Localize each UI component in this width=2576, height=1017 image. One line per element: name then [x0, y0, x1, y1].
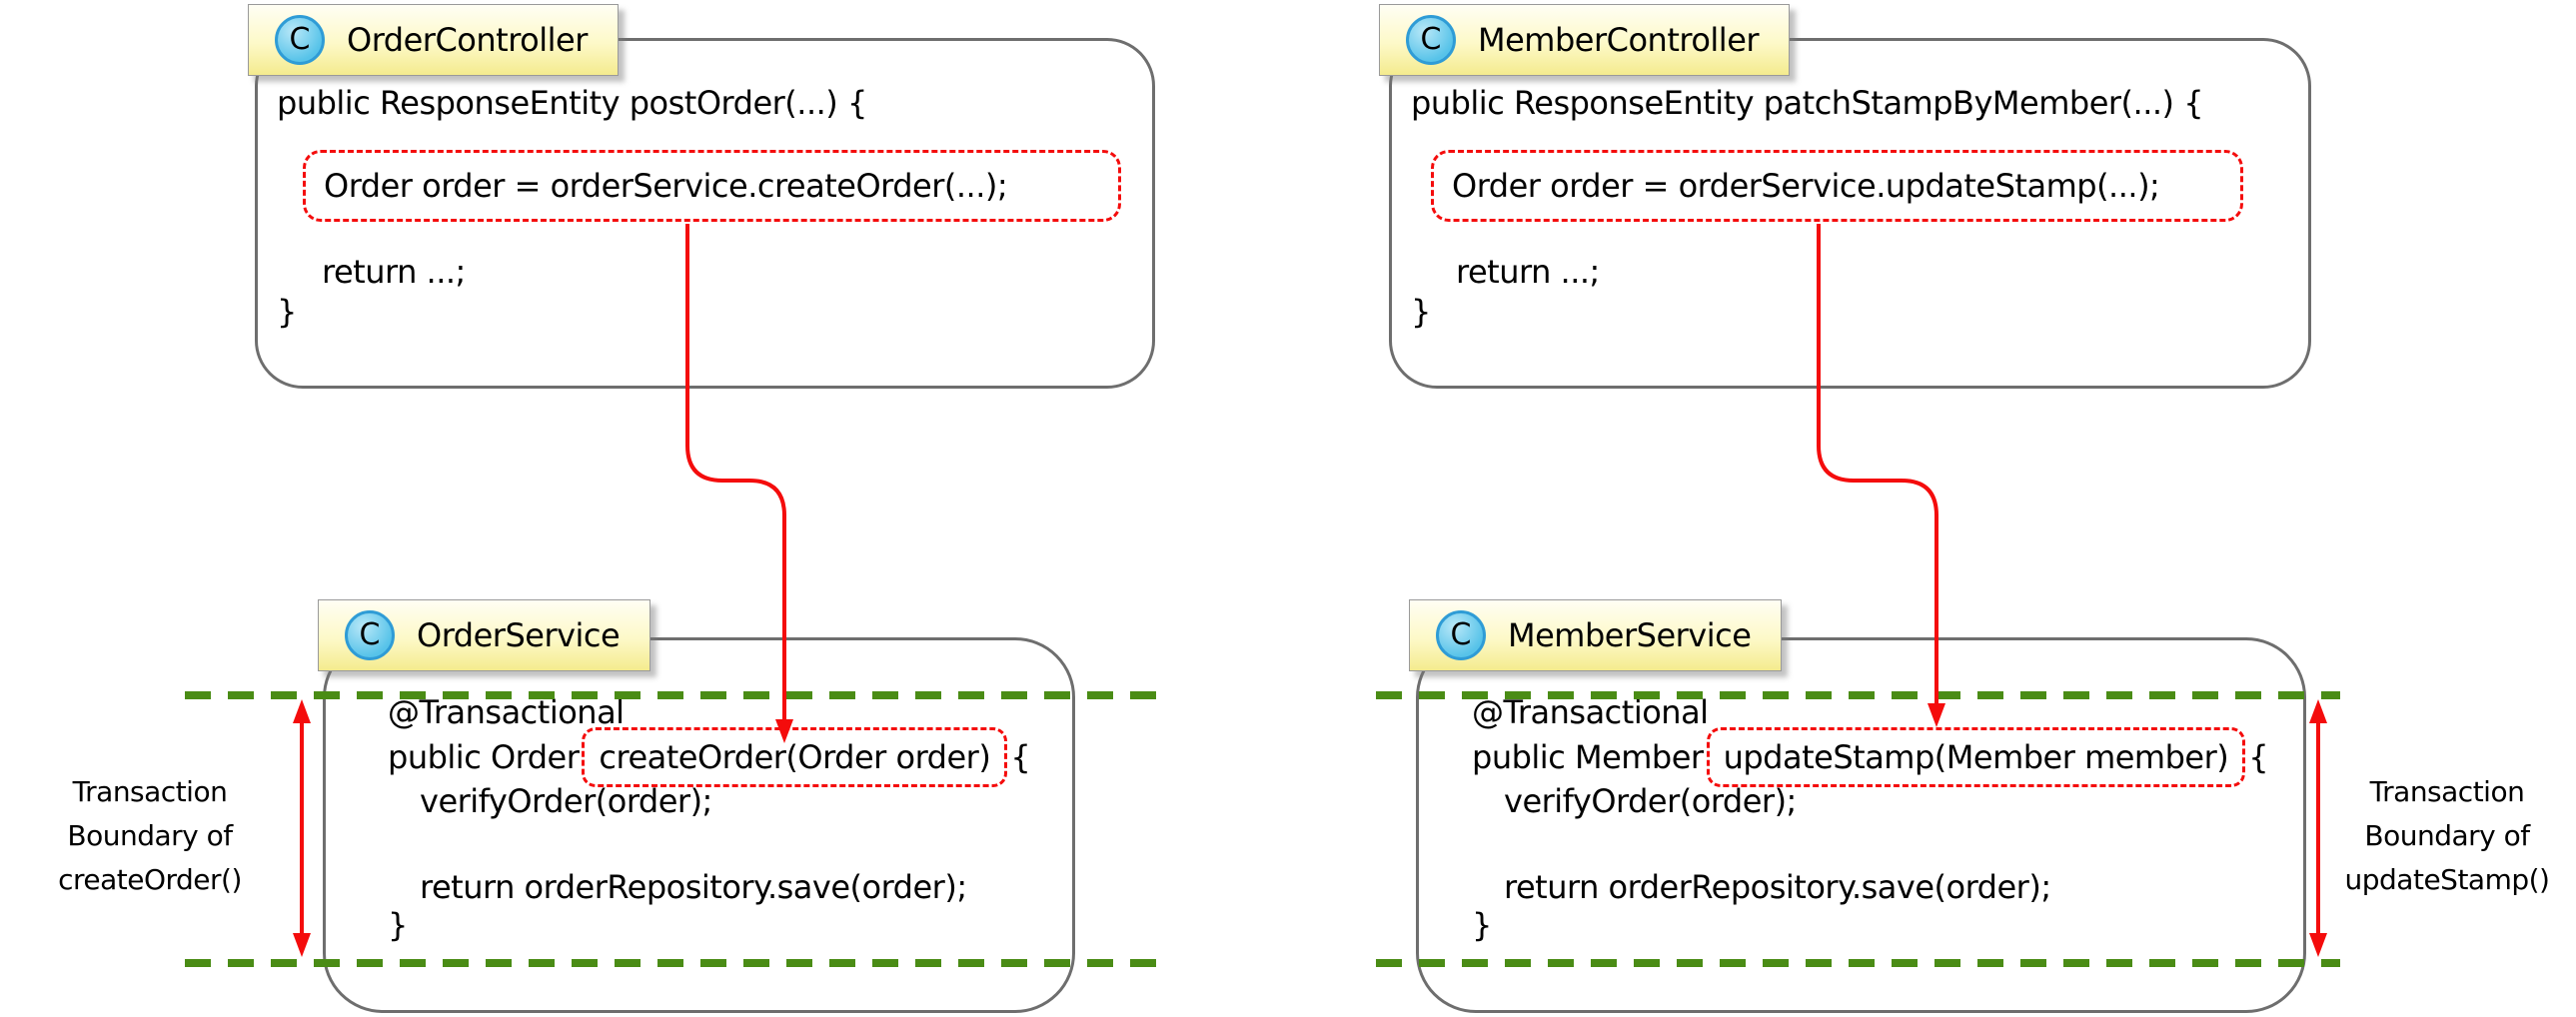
order-service-highlighted-method: createOrder(Order order) — [582, 727, 1008, 787]
order-service-badge-label: OrderService — [417, 616, 621, 654]
member-controller-badge-label: MemberController — [1478, 21, 1760, 59]
order-controller-highlighted-call: Order order = orderService.createOrder(.… — [303, 150, 1121, 222]
member-service-annotation: @Transactional — [1472, 693, 1709, 731]
sig-open-brace: { — [1010, 738, 1031, 776]
member-service-badge-label: MemberService — [1508, 616, 1752, 654]
order-controller-signature: public ResponseEntity postOrder(...) { — [277, 84, 867, 122]
member-service-signature: public Member updateStamp(Member member)… — [1472, 727, 2269, 787]
member-service-body: verifyOrder(order); — [1504, 782, 1797, 820]
member-controller-close-brace: } — [1411, 293, 1431, 331]
member-service-highlighted-method: updateStamp(Member member) — [1706, 727, 2246, 787]
member-controller-badge: C MemberController — [1379, 4, 1791, 76]
order-service-signature: public Order createOrder(Order order) { — [388, 727, 1031, 787]
class-stereotype-icon: C — [275, 15, 325, 65]
order-controller-return: return ...; — [322, 253, 466, 291]
transaction-boundary-label-left: Transaction Boundary of createOrder() — [58, 775, 242, 896]
order-service-body: verifyOrder(order); — [420, 782, 712, 820]
member-controller-return: return ...; — [1456, 253, 1600, 291]
member-controller-signature: public ResponseEntity patchStampByMember… — [1411, 84, 2204, 122]
order-controller-close-brace: } — [277, 293, 297, 331]
member-service-close-brace: } — [1472, 906, 1492, 944]
sig-prefix: public Order — [388, 738, 580, 776]
sig-prefix: public Member — [1472, 738, 1704, 776]
order-service-close-brace: } — [388, 906, 408, 944]
member-controller-call-text: Order order = orderService.updateStamp(.… — [1452, 167, 2160, 205]
order-service-badge: C OrderService — [318, 599, 651, 671]
class-stereotype-icon: C — [1436, 610, 1486, 660]
order-service-return: return orderRepository.save(order); — [420, 868, 967, 906]
transaction-boundary-label-right: Transaction Boundary of updateStamp() — [2344, 775, 2550, 896]
order-controller-badge: C OrderController — [248, 4, 619, 76]
class-stereotype-icon: C — [1406, 15, 1456, 65]
order-service-annotation: @Transactional — [388, 693, 625, 731]
boundary-span-arrow-left — [293, 699, 311, 957]
member-service-return: return orderRepository.save(order); — [1504, 868, 2051, 906]
order-controller-badge-label: OrderController — [347, 21, 588, 59]
sig-open-brace: { — [2248, 738, 2269, 776]
class-stereotype-icon: C — [345, 610, 395, 660]
member-controller-highlighted-call: Order order = orderService.updateStamp(.… — [1431, 150, 2243, 222]
order-controller-call-text: Order order = orderService.createOrder(.… — [324, 167, 1008, 205]
member-service-badge: C MemberService — [1409, 599, 1783, 671]
